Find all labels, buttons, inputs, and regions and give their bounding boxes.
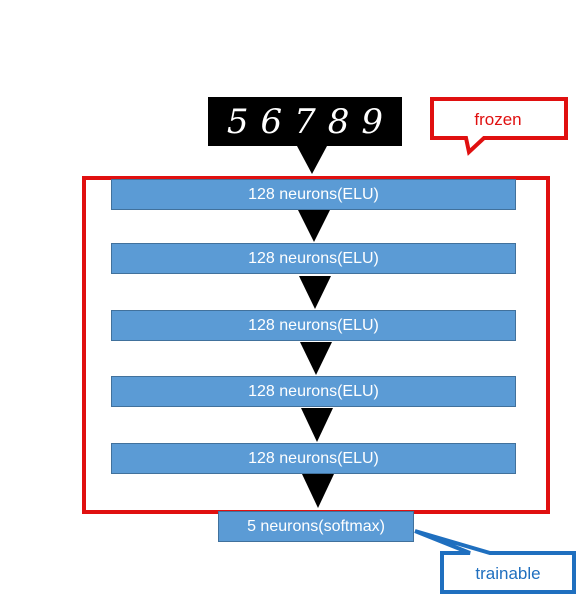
- hidden-layer-1: 128 neurons(ELU): [111, 179, 516, 210]
- output-layer: 5 neurons(softmax): [218, 511, 414, 542]
- hidden-layer-3: 128 neurons(ELU): [111, 310, 516, 341]
- flow-arrow-5: [302, 474, 334, 508]
- trainable-callout-shape: [414, 529, 576, 594]
- flow-arrow-1: [298, 210, 330, 242]
- hidden-layer-5: 128 neurons(ELU): [111, 443, 516, 474]
- frozen-callout-shape: [430, 97, 568, 156]
- flow-arrow-3: [300, 342, 332, 375]
- flow-arrow-4: [301, 408, 333, 442]
- hidden-layer-2: 128 neurons(ELU): [111, 243, 516, 274]
- input-digits-text: 56789: [226, 101, 396, 142]
- flow-arrow-input: [297, 146, 327, 174]
- trainable-callout-label: trainable: [475, 564, 540, 583]
- hidden-layer-4: 128 neurons(ELU): [111, 376, 516, 407]
- frozen-callout-label: frozen: [474, 110, 521, 129]
- flow-arrow-2: [299, 276, 331, 309]
- input-digits-image: 56789: [208, 97, 402, 146]
